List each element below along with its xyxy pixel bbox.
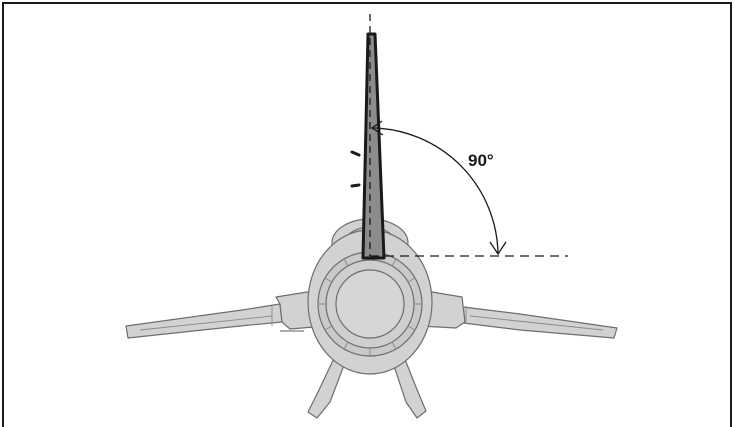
arc-arrowhead-bottom (489, 241, 507, 256)
arc-arrowhead-top (370, 120, 384, 136)
vertical-fin (350, 32, 386, 260)
vertical-fin-body (361, 32, 386, 260)
nozzle-opening (335, 269, 405, 339)
angle-label: 90° (468, 151, 494, 170)
aircraft-rear-view (125, 218, 618, 419)
angle-arc (371, 127, 499, 255)
